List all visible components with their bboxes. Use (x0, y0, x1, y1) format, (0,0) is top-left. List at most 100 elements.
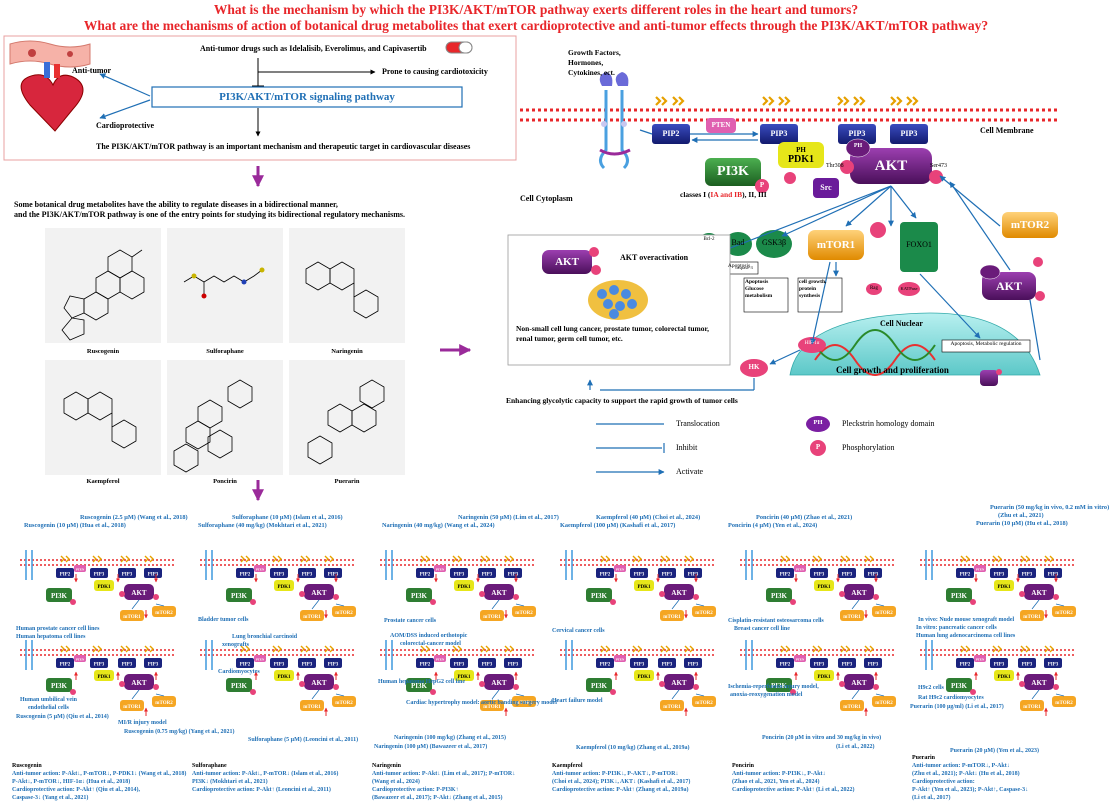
panel-3-0-pip-label-3: PIP3 (688, 573, 699, 578)
panel-5-1-rec-3 (1044, 645, 1054, 653)
mtor2-node (1002, 212, 1058, 238)
panel-naringenin-label-5: Naringenin (100 mg/kg) (Zhang et al., 20… (394, 735, 507, 741)
akt-label: AKT (874, 158, 908, 174)
panel-4-0-pi3k-p (790, 599, 796, 605)
panel-3-1-pip-label-3: PIP3 (688, 663, 699, 668)
panel-5-1-pip-label-1: PIP3 (994, 663, 1005, 668)
panel-3-0-pdk1 (634, 580, 654, 591)
panel-3-0-mtor1 (660, 610, 684, 621)
panel-2-0-akt (484, 584, 514, 600)
panel-5-1-rec-0 (960, 645, 970, 653)
panel-1-1-pip-0 (236, 658, 254, 668)
legend-p: Phosphorylation (842, 443, 895, 452)
panel-5-1-pip-2 (1018, 658, 1036, 668)
panel-4-1-pip-3 (864, 658, 882, 668)
panel-5-0-pten (974, 565, 986, 572)
panel-5-1-pi3k-label: PI3K (951, 682, 968, 690)
panel-3-0-mtor2-label: mTOR2 (695, 611, 713, 616)
panel-3-1-pi3k-p (610, 689, 616, 695)
panel-1-1-akt (304, 674, 334, 690)
panel-3-0-mtor2 (692, 606, 716, 617)
panel-puerarin-summary-4: P-Akt↑ (Yen et al., 2023); P-Akt↑, Caspa… (912, 787, 1029, 793)
kaempferol-structure (63, 391, 137, 449)
panel-0-1-arrow-2 (155, 693, 165, 697)
panel-5-0-pip-label-0: PIP2 (960, 573, 971, 578)
panel-5-1-mtor2 (1052, 696, 1076, 707)
panel-2-1-pip-label-3: PIP3 (508, 663, 519, 668)
panel-2-0-receptor (385, 550, 393, 580)
panel-5-1-akt-p2 (1053, 684, 1059, 690)
panel-3-0-pip-2 (658, 568, 676, 578)
panel-5-0-mtor2 (1052, 606, 1076, 617)
panel-4-1-pip-2 (838, 658, 856, 668)
gsk3b-label: GSK3β (761, 238, 787, 247)
panel-1-0-arrow-1 (311, 599, 320, 610)
panel-0-0-pi3k-label: PI3K (51, 592, 68, 600)
apoptosis-label: Apoptosis (727, 263, 751, 269)
panel-1-0-rec-3 (324, 555, 334, 563)
panel-5-0-akt (1024, 584, 1054, 600)
src-label: Src (820, 183, 832, 192)
panel-1-0-pi3k-p (250, 599, 256, 605)
panel-3-0-arrow-2 (695, 603, 705, 607)
panel-1-1-pten-label: PTEN (256, 658, 265, 662)
panel-1-1-arrow-2 (335, 693, 345, 697)
panel-1-1-pten (254, 655, 266, 662)
panel-3-0-akt-p1 (659, 591, 665, 597)
panel-2-0-rec-0 (420, 555, 430, 563)
panel-3-0-pdk1-label: PDK1 (637, 585, 651, 590)
panel-5-1-pten (974, 655, 986, 662)
pip2-node (652, 124, 690, 144)
glycolytic-label: Enhancing glycolytic capacity to support… (506, 396, 738, 405)
panel-1-0-pip-label-3: PIP3 (328, 573, 339, 578)
panel-2-0-arrow-1 (491, 599, 500, 610)
panel-puerarin-summary-2: (Zhu et al., 2021); P-Akt↓ (Hu et al., 2… (912, 771, 1020, 777)
panel-1-0-rec-2 (300, 555, 310, 563)
panel-4-0-pdk1 (814, 580, 834, 591)
panel-3-1-arrow-1 (671, 689, 680, 700)
panel-sulforaphane-top-0: Sulforaphane (10 μM) (Islam et al., 2016… (232, 514, 343, 521)
panel-4-0-akt-p2 (873, 594, 879, 600)
panel-kaempferol-label-0: Cervical cancer cells (552, 628, 605, 634)
panel-puerarin-label-3: H9c2 cells (918, 685, 944, 691)
figure-canvas (3, 35, 1060, 502)
pip3-label-3: PIP3 (900, 129, 918, 138)
panel-5-0-pip-label-2: PIP3 (1022, 573, 1033, 578)
panel-naringenin-summary-2: (Wang et al., 2024) (372, 779, 420, 785)
panel-5-1-akt-p1 (1019, 681, 1025, 687)
pip2-label: PIP2 (662, 129, 680, 138)
panel-0-1-akt (124, 674, 154, 690)
panel-3-0-akt-label: AKT (671, 589, 687, 597)
pip3-node-2 (838, 124, 876, 144)
panel-2-1-rec-3 (504, 645, 514, 653)
panel-2-0-akt-p1 (479, 591, 485, 597)
panel-puerarin-summary-3: Cardioprotective action: (912, 779, 975, 785)
panel-1-0-pten-label: PTEN (256, 568, 265, 572)
panel-4-1-akt-p1 (839, 681, 845, 687)
panel-2-1-akt-p1 (479, 681, 485, 687)
panel-3-1-pten (614, 655, 626, 662)
panel-3-1-pi3k-label: PI3K (591, 682, 608, 690)
panel-1-1-pi3k-label: PI3K (231, 682, 248, 690)
panel-sulforaphane-top-1: Sulforaphane (40 mg/kg) (Mokhtari et al.… (198, 522, 327, 529)
panel-5-1-rec-2 (1020, 645, 1030, 653)
panel-0-1-akt-label: AKT (131, 679, 147, 687)
panel-puerarin-summary-1: Anti-tumor action: P-mTOR↓, P-Akt↓ (912, 763, 1010, 769)
panel-5-0-pi3k (946, 588, 972, 602)
panel-0-1-rec-1 (92, 645, 102, 653)
panel-3-0-akt-p2 (693, 594, 699, 600)
panel-naringenin-summary-4: (Bawazeer et al., 2017); P-Akt↓ (Zhang e… (372, 795, 503, 801)
panel-5-1-pip-label-0: PIP2 (960, 663, 971, 668)
panel-naringenin-label-3: Human hepatoma HepG2 cell line (378, 679, 465, 685)
panel-poncirin-top-1: Poncirin (4 μM) (Yen et al., 2024) (728, 522, 818, 529)
panel-1-0-pip-1 (270, 568, 288, 578)
panel-4-0-pip-3 (864, 568, 882, 578)
panel-5-1-mtor2-label: mTOR2 (1055, 701, 1073, 706)
panel-3-1-pip-label-0: PIP2 (600, 663, 611, 668)
panel-3-1-akt-p1 (659, 681, 665, 687)
panel-0-0-pten (74, 565, 86, 572)
panel-4-0-pip-1 (810, 568, 828, 578)
legend-ph-icon: PH (813, 419, 823, 426)
panel-3-1-pip-2 (658, 658, 676, 668)
panel-ruscogenin-summary-3: Cardioprotective action: P-Akt↑ (Qiu et … (12, 787, 141, 793)
